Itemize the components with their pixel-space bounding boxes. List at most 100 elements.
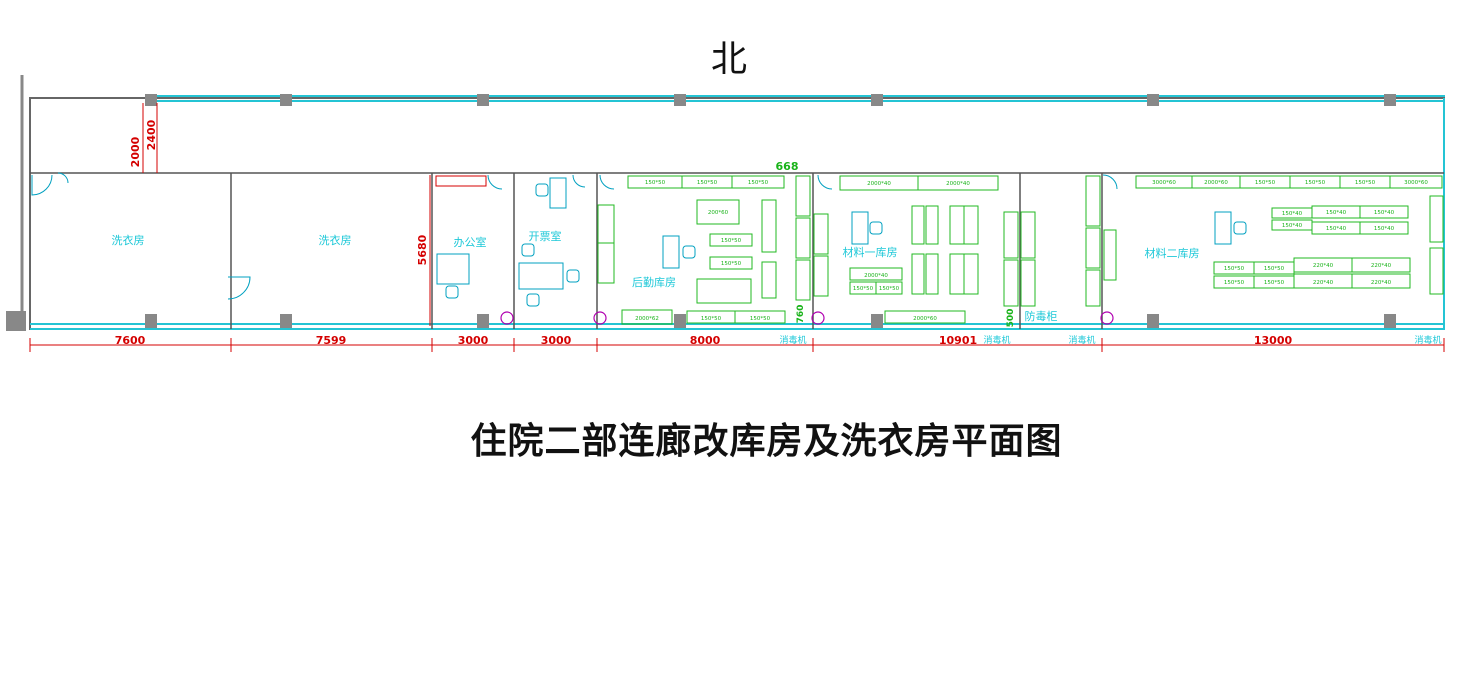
door-swing xyxy=(817,174,833,190)
marker xyxy=(811,311,825,325)
dimension-label: 7599 xyxy=(316,334,347,347)
shelf xyxy=(709,233,753,247)
dimension-lines xyxy=(29,103,1445,352)
shelves xyxy=(597,175,1444,325)
device-sterilizer: 消毒机 xyxy=(779,334,806,346)
shelf xyxy=(1103,229,1117,281)
dimension-label: 7600 xyxy=(115,334,146,347)
column xyxy=(1384,314,1396,328)
shelf xyxy=(696,199,740,225)
shelf xyxy=(597,204,615,244)
shelf xyxy=(813,213,829,255)
room-label-pharmacy: 开票室 xyxy=(529,229,562,243)
columns xyxy=(6,94,1396,331)
shelf-labels: 150*50 150*50 150*50 200*60 150*50 150*5… xyxy=(635,180,1428,322)
column xyxy=(145,94,157,106)
shelf xyxy=(1085,269,1101,307)
shelf xyxy=(1020,259,1036,307)
shelf xyxy=(1429,247,1444,295)
shelf-label: 150*50 xyxy=(879,286,900,292)
shelf xyxy=(1085,227,1101,269)
dimension-label: 5680 xyxy=(416,234,429,265)
column xyxy=(871,94,883,106)
desk xyxy=(851,211,869,245)
shelf-label: 220*40 xyxy=(1371,280,1392,286)
shelf-label: 2000*60 xyxy=(913,316,937,322)
shelf xyxy=(761,199,777,253)
dimension-label: 10901 xyxy=(939,334,977,347)
shelf xyxy=(1351,257,1411,273)
shelf-label: 150*50 xyxy=(721,238,742,244)
shelf xyxy=(963,205,979,245)
shelf xyxy=(795,175,811,217)
shelf-label: 150*50 xyxy=(1305,180,1326,186)
dimension-label: 2400 xyxy=(145,119,158,150)
shelf-label: 150*50 xyxy=(853,286,874,292)
shelf-label: 150*40 xyxy=(1282,211,1303,217)
room-label-logistics: 后勤库房 xyxy=(632,276,676,289)
floor-plan: 7600 7599 3000 3000 8000 10901 13000 200… xyxy=(6,75,1445,352)
device-sterilizer: 消毒机 xyxy=(983,334,1010,346)
device-sterilizer: 消毒机 xyxy=(1068,334,1095,346)
shelf xyxy=(795,217,811,259)
shelf xyxy=(925,253,939,295)
shelf-label: 150*50 xyxy=(1224,266,1245,272)
shelf-label: 150*50 xyxy=(1224,280,1245,286)
shelf-label: 150*50 xyxy=(721,261,742,267)
shelf-label: 220*40 xyxy=(1313,280,1334,286)
marker xyxy=(593,311,607,325)
dimension-label: 668 xyxy=(776,160,799,173)
shelf-label: 150*40 xyxy=(1326,226,1347,232)
door-swing xyxy=(1102,174,1118,190)
shelf-label: 150*40 xyxy=(1374,210,1395,216)
column xyxy=(1147,94,1159,106)
shelf xyxy=(1020,211,1036,259)
column xyxy=(871,314,883,328)
shelf xyxy=(597,242,615,284)
shelf-label: 150*50 xyxy=(1264,266,1285,272)
column xyxy=(477,314,489,328)
shelf-label: 150*50 xyxy=(697,180,718,186)
column xyxy=(280,314,292,328)
shelf-label: 3000*60 xyxy=(1404,180,1428,186)
desk xyxy=(1214,211,1232,245)
shelf-label: 150*50 xyxy=(701,316,722,322)
shelf-label: 150*50 xyxy=(1355,180,1376,186)
device-sterilizer: 消毒机 xyxy=(1414,334,1441,346)
shelf xyxy=(949,205,965,245)
dimension-label: 3000 xyxy=(458,334,489,347)
shelf xyxy=(1003,211,1019,259)
device-labels: 消毒机 消毒机 消毒机 消毒机 xyxy=(779,334,1441,346)
shelf-label: 150*50 xyxy=(1264,280,1285,286)
shelf-label: 150*50 xyxy=(645,180,666,186)
shelf-label: 3000*60 xyxy=(1152,180,1176,186)
chair xyxy=(869,221,883,235)
dimension-label: 500 xyxy=(1006,309,1016,328)
shelf xyxy=(696,278,752,304)
column xyxy=(280,94,292,106)
column xyxy=(1147,314,1159,328)
shelf-label: 150*50 xyxy=(750,316,771,322)
door-swing xyxy=(572,174,586,188)
shelf-label: 2000*40 xyxy=(867,181,891,187)
shelf xyxy=(875,281,903,295)
outer-walls xyxy=(20,75,1445,330)
chair xyxy=(535,183,549,197)
marker xyxy=(1100,311,1114,325)
room-label-material-1: 材料一库房 xyxy=(843,245,898,259)
shelf-label: 2000*60 xyxy=(1204,180,1228,186)
shelf-label: 2000*62 xyxy=(635,316,659,322)
chair xyxy=(682,245,696,259)
shelf-label: 150*40 xyxy=(1282,223,1303,229)
column xyxy=(674,94,686,106)
door-swing xyxy=(599,174,615,190)
column xyxy=(6,311,26,331)
shelf xyxy=(884,310,966,324)
shelf xyxy=(709,256,753,270)
column xyxy=(477,94,489,106)
shelf xyxy=(734,310,786,324)
dimension-label: 13000 xyxy=(1254,334,1293,347)
shelf-label: 150*50 xyxy=(748,180,769,186)
shelf-label: 150*40 xyxy=(1374,226,1395,232)
